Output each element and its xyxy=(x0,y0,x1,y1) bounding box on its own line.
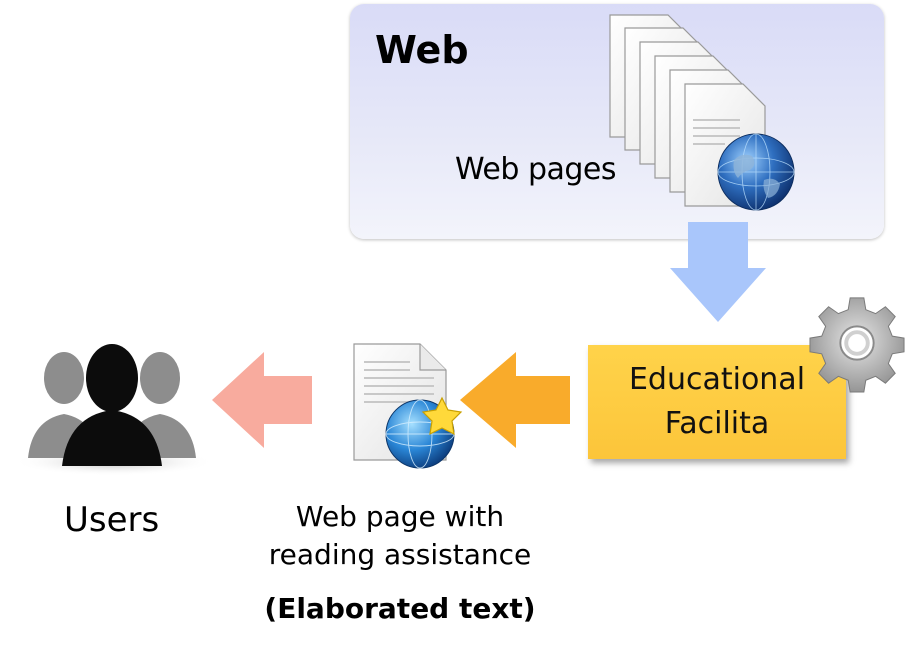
left-arrow-orange xyxy=(460,352,570,448)
document-star-icon xyxy=(353,343,463,469)
users-silhouette-icon xyxy=(14,344,214,476)
facilita-line2: Facilita xyxy=(664,406,770,441)
output-caption-line3: (Elaborated text) xyxy=(264,592,536,625)
globe-icon xyxy=(717,133,795,211)
output-caption-line2: reading assistance xyxy=(268,538,532,571)
users-label: Users xyxy=(64,500,160,540)
left-arrow-pink xyxy=(212,352,312,448)
web-pages-label: Web pages xyxy=(455,152,617,187)
down-arrow xyxy=(670,222,766,322)
document-stack-icon xyxy=(609,14,795,211)
output-caption-line1: Web page with xyxy=(295,500,505,533)
facilita-line1: Educational xyxy=(628,362,806,397)
gear-icon xyxy=(809,297,905,393)
educational-facilita-box: Educational Facilita xyxy=(588,345,846,459)
web-title: Web xyxy=(375,28,469,72)
